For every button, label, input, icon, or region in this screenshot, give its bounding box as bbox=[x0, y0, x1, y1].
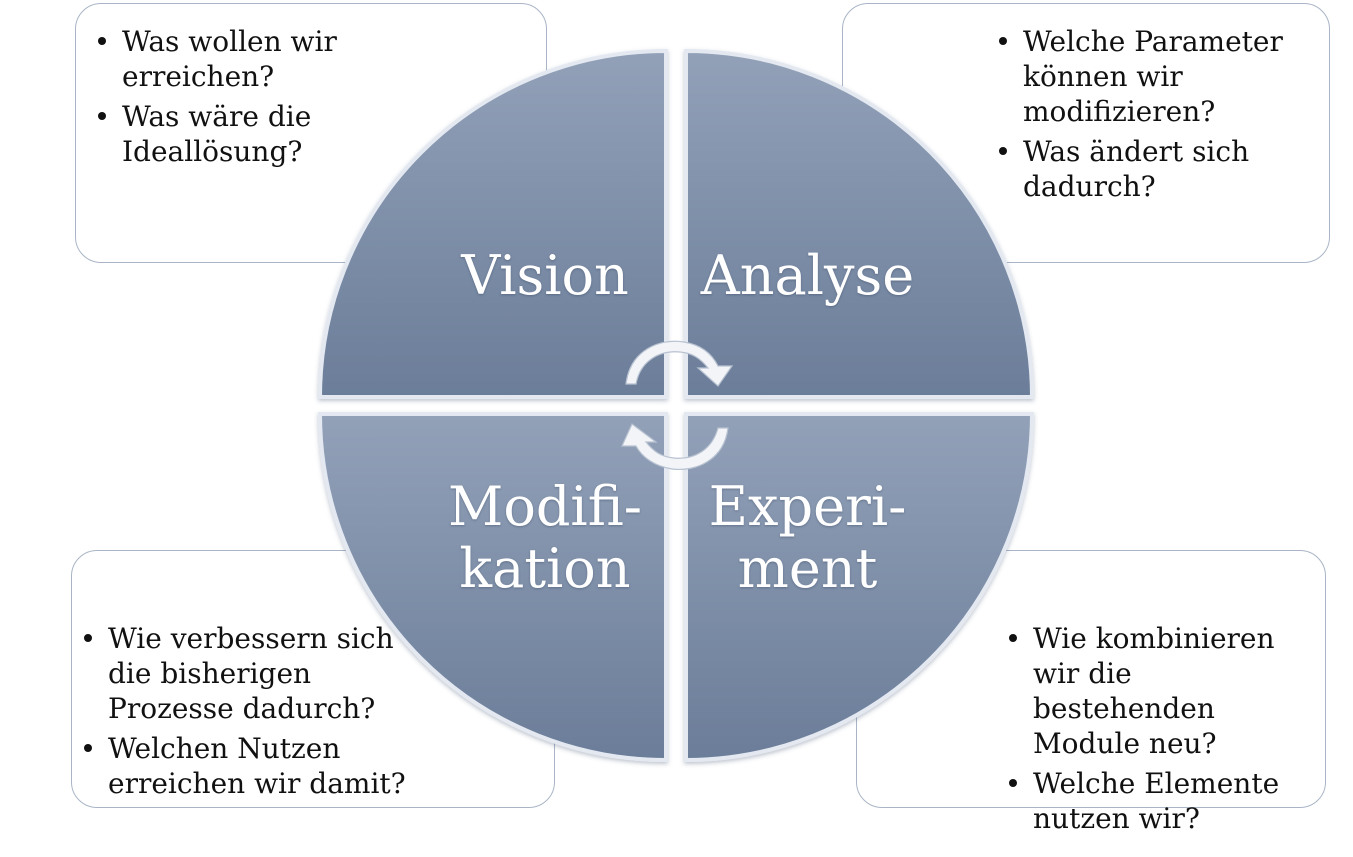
modifikation-label-line1: Modifi- bbox=[448, 475, 642, 538]
modifikation-quadrant bbox=[317, 412, 668, 763]
circular-arrows-icon bbox=[621, 340, 734, 471]
analyse-question-2: Was ändert sich dadurch? bbox=[995, 134, 1305, 204]
modifikation-label: Modifi- kation bbox=[440, 476, 650, 600]
modifikation-label-line2: kation bbox=[459, 537, 631, 600]
experiment-label-line1: Experi- bbox=[708, 475, 907, 538]
analyse-question-list: Welche Parameter können wir modifizieren… bbox=[995, 24, 1305, 209]
bottom-arrow-icon bbox=[621, 423, 729, 471]
analyse-label: Analyse bbox=[700, 245, 915, 307]
vision-question-1: Was wollen wir erreichen? bbox=[94, 24, 344, 94]
vision-question-2: Was wäre die Ideallösung? bbox=[94, 99, 344, 169]
analyse-quadrant bbox=[684, 48, 1035, 399]
experiment-question-1: Wie kombinieren wir die bestehenden Modu… bbox=[1005, 621, 1315, 761]
analyse-question-1: Welche Parameter können wir modifizieren… bbox=[995, 24, 1305, 129]
vision-question-list: Was wollen wir erreichen? Was wäre die I… bbox=[94, 24, 344, 174]
top-arrow-icon bbox=[625, 340, 734, 387]
experiment-question-2: Welche Elemente nutzen wir? bbox=[1005, 766, 1315, 836]
experiment-label-line2: ment bbox=[737, 537, 878, 600]
vision-label: Vision bbox=[440, 245, 650, 307]
analyse-label-text: Analyse bbox=[700, 244, 915, 307]
experiment-label: Experi- ment bbox=[700, 476, 915, 600]
analyse-question-box: Welche Parameter können wir modifizieren… bbox=[842, 3, 1330, 263]
vision-quadrant bbox=[317, 48, 668, 399]
experiment-question-list: Wie kombinieren wir die bestehenden Modu… bbox=[1005, 621, 1315, 841]
modifikation-question-1: Wie verbessern sich die bisherigen Proze… bbox=[80, 621, 410, 726]
modifikation-question-list: Wie verbessern sich die bisherigen Proze… bbox=[80, 621, 410, 806]
vision-label-text: Vision bbox=[461, 244, 629, 307]
modifikation-question-2: Welchen Nutzen erreichen wir damit? bbox=[80, 731, 410, 801]
experiment-quadrant bbox=[684, 412, 1035, 763]
